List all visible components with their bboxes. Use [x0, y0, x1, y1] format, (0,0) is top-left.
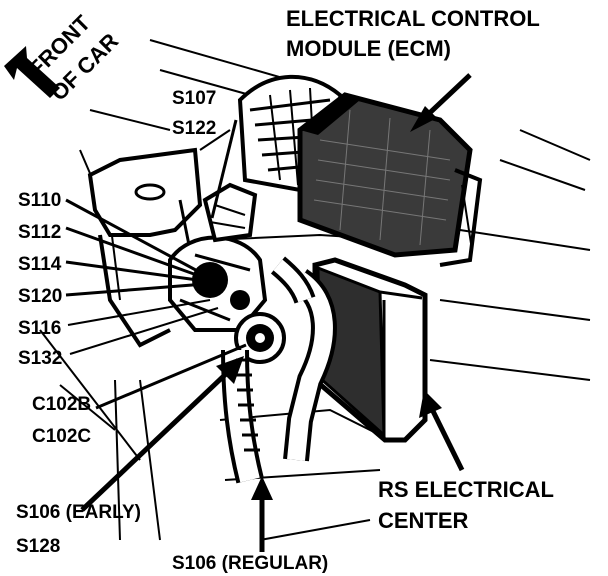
- s110-pointer: [65, 198, 206, 277]
- arrow-left-icon: [4, 46, 60, 98]
- s106-early-arrowhead: [216, 356, 244, 384]
- s106-early-pointer: [80, 370, 230, 512]
- splice-cluster: [168, 182, 268, 332]
- s106-regular-arrowhead: [251, 476, 273, 500]
- ecm-arrowhead: [410, 106, 437, 132]
- ecm-module: [297, 92, 483, 267]
- s107-label: S107: [172, 88, 216, 109]
- lower-harness: [221, 256, 337, 484]
- rs-label-line2: CENTER: [378, 508, 469, 533]
- s120-label: S120: [18, 286, 62, 307]
- c102-pointer: [95, 343, 247, 410]
- s112-label: S112: [18, 222, 61, 243]
- front-of-car-arrow: FRONT OF CAR: [4, 10, 123, 106]
- ecm-label-line1: ELECTRICAL CONTROL: [286, 6, 540, 31]
- c102c-label: C102C: [32, 426, 91, 447]
- s106-regular-label: S106 (REGULAR): [172, 553, 328, 574]
- callout-labels: ELECTRICAL CONTROL MODULE (ECM) S107 S12…: [16, 6, 554, 574]
- s106-early-label: S106 (EARLY): [16, 502, 141, 523]
- s110-label: S110: [18, 190, 61, 211]
- s132-label: S132: [18, 348, 62, 369]
- s120-pointer: [65, 282, 206, 297]
- s132-pointer: [69, 307, 219, 355]
- pointer-lines: [65, 73, 472, 552]
- s122-label: S122: [172, 118, 216, 139]
- s116-pointer: [67, 299, 211, 326]
- s112-pointer: [65, 226, 206, 280]
- s114-label: S114: [18, 254, 62, 275]
- ecm-label-line2: MODULE (ECM): [286, 36, 451, 61]
- rs-arrowhead: [419, 390, 442, 418]
- s116-label: S116: [18, 318, 61, 339]
- c102b-label: C102B: [32, 394, 91, 415]
- s107-pointer: [210, 119, 238, 219]
- rs-pointer: [427, 403, 465, 472]
- rs-label-line1: RS ELECTRICAL: [378, 477, 554, 502]
- s128-label: S128: [16, 536, 60, 557]
- s114-pointer: [65, 260, 206, 283]
